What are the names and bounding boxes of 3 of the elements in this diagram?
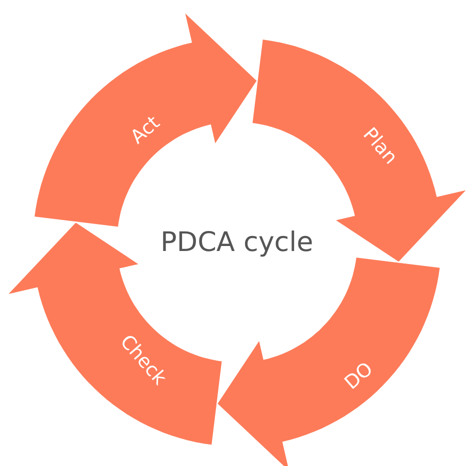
diagram-title: PDCA cycle [160,226,314,258]
segment-label: Act [126,112,164,149]
segment-label: DO [340,358,377,394]
